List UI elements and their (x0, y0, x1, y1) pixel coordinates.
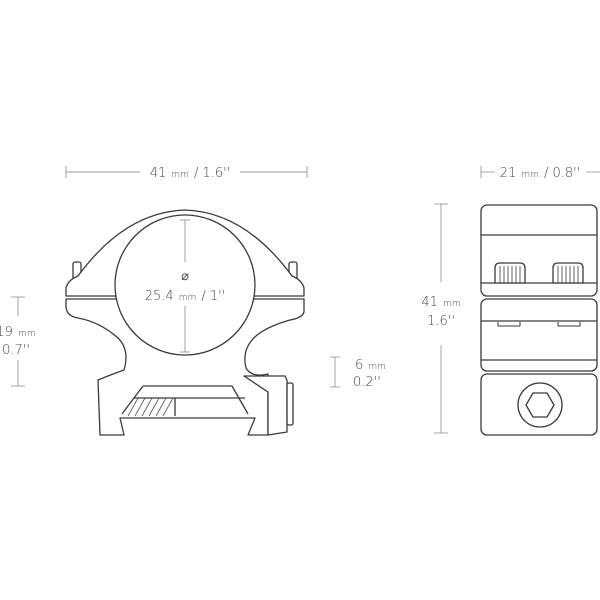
hex-bolt (517, 382, 563, 428)
base-height-dimension: 6 mm 0.2'' (330, 354, 386, 390)
front-width-dimension: 41 mm / 1.6'' (65, 162, 308, 181)
diameter-symbol: ⌀ (181, 269, 189, 284)
side-height-label: 41 mm (421, 291, 460, 310)
rail-insert (134, 397, 245, 416)
side-width-dimension: 21 mm / 0.8'' (480, 162, 600, 181)
clamp-block (243, 375, 288, 436)
side-height-imperial: 1.6'' (427, 314, 455, 329)
side-height-dimension: 41 mm 1.6'' (421, 203, 461, 434)
front-view: ⌀ 25.4 mm / 1'' (65, 209, 305, 436)
ring-base (65, 298, 305, 436)
front-width-label: 41 mm / 1.6'' (150, 162, 231, 181)
base-height-label: 6 mm (355, 354, 386, 373)
tube-bore (114, 214, 256, 356)
tube-diameter-label: 25.4 mm / 1'' (145, 285, 226, 304)
knurled-screw-left (494, 262, 526, 284)
side-width-label: 21 mm / 0.8'' (500, 162, 581, 181)
slots (497, 322, 581, 327)
knurled-screw-right (552, 262, 584, 284)
center-height-imperial: 0.7'' (2, 343, 30, 358)
center-height-label: 19 mm (0, 321, 36, 340)
hatch-area (127, 397, 174, 417)
side-view (480, 204, 598, 436)
base-height-imperial: 0.2'' (353, 375, 381, 390)
hex-socket-icon (525, 392, 555, 418)
center-height-dimension: 19 mm 0.7'' (0, 296, 36, 387)
rail-slot (121, 385, 249, 415)
side-middle-body (480, 298, 598, 372)
clamp-knob (286, 382, 294, 426)
